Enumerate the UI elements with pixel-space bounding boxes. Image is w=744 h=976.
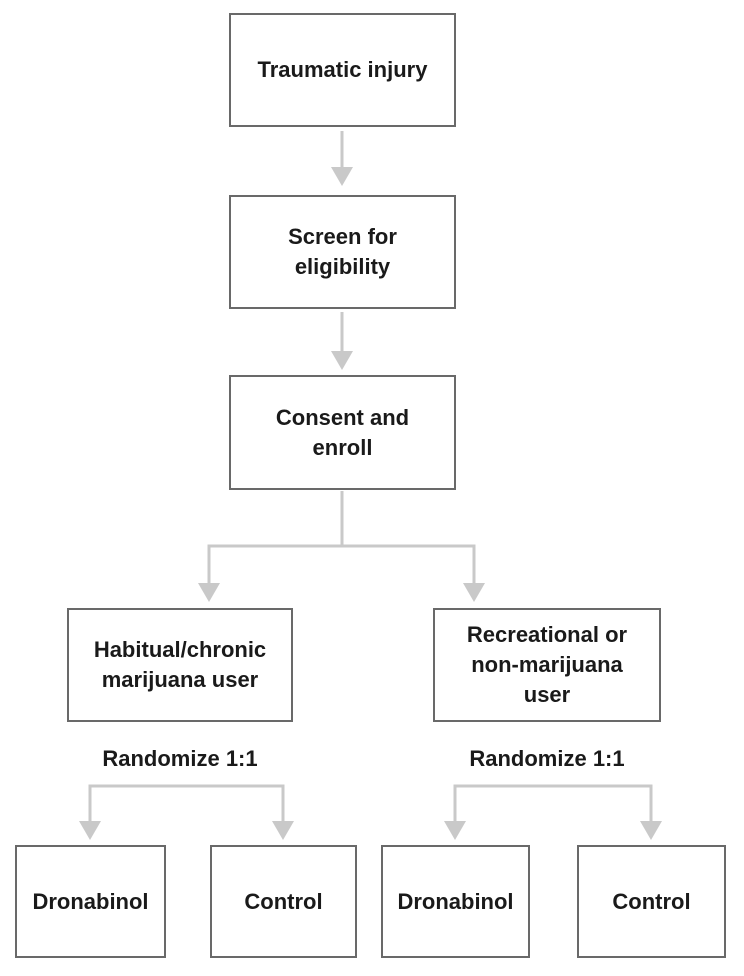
node-traumatic-injury: Traumatic injury <box>229 13 456 127</box>
node-habitual-chronic-marijuana-user: Habitual/chronic marijuana user <box>67 608 293 722</box>
node-right-control: Control <box>577 845 726 958</box>
label-randomize-left: Randomize 1:1 <box>102 746 258 771</box>
node-consent-and-enroll: Consent and enroll <box>229 375 456 490</box>
branch-consent-to-groups <box>198 491 485 602</box>
arrow-traumatic-to-screen <box>331 131 353 186</box>
node-screen-for-eligibility: Screen for eligibility <box>229 195 456 309</box>
node-left-control: Control <box>210 845 357 958</box>
node-left-dronabinol: Dronabinol <box>15 845 166 958</box>
node-recreational-or-non-marijuana-user: Recreational or non-marijuana user <box>433 608 661 722</box>
branch-right-randomize <box>444 784 662 840</box>
branch-left-randomize <box>79 784 294 840</box>
arrow-screen-to-consent <box>331 312 353 370</box>
node-right-dronabinol: Dronabinol <box>381 845 530 958</box>
label-randomize-right: Randomize 1:1 <box>469 746 625 771</box>
